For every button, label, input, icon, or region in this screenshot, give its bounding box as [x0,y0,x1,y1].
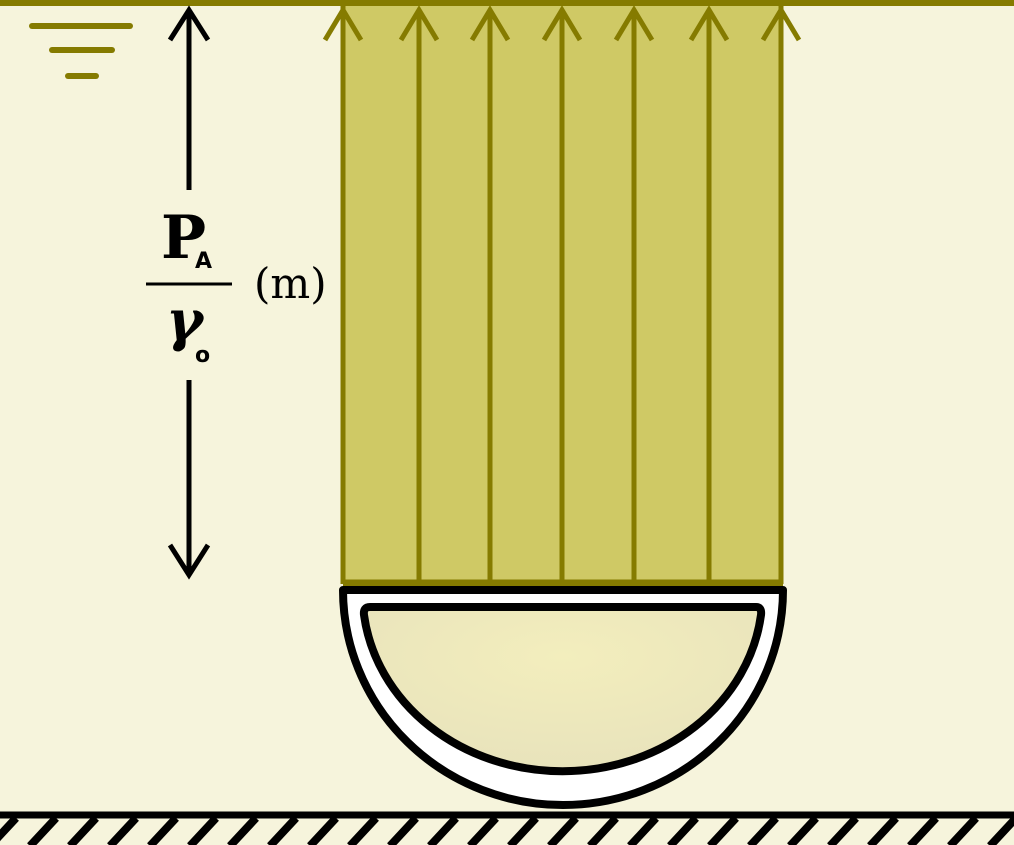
label-numerator: P [161,203,206,273]
label-numerator-subscript: A [195,249,212,274]
arrowhead-down [167,543,211,580]
double-headed-arrow [167,5,211,580]
pressure-arrow [398,5,440,584]
hatch-stroke [987,818,1014,845]
hatch-stroke [507,818,539,845]
hatch-stroke [227,818,259,845]
hatch-stroke [947,818,979,845]
hatch-stroke [547,818,579,845]
body-inner-cavity [359,603,766,776]
pressure-arrow [760,5,802,42]
hatch-stroke [827,818,859,845]
hatch-stroke [147,818,179,845]
pressure-arrow [322,5,364,42]
hatch-stroke [907,818,939,845]
hatched-ground [0,811,1014,845]
hatch-stroke [667,818,699,845]
hatch-stroke [347,818,379,845]
hatch-stroke [307,818,339,845]
label-denominator: γ [166,288,206,354]
top-surface-line [0,0,1014,6]
pressure-arrow [469,5,511,584]
hatch-stroke [267,818,299,845]
hatch-stroke [627,818,659,845]
hatch-stroke [707,818,739,845]
hatch-stroke [107,818,139,845]
hatch-stroke [27,818,59,845]
pressure-column [322,5,802,587]
pressure-arrow [688,5,730,584]
ground-hatching [0,818,1014,845]
label-unit: (m) [254,259,327,308]
hatch-stroke [427,818,459,845]
pressure-head-label: P A γ o (m) [146,203,327,368]
label-denominator-subscript: o [195,343,210,368]
arrowhead-up [167,5,211,42]
hatch-stroke [387,818,419,845]
pressure-arrow [541,5,583,584]
hatch-stroke [587,818,619,845]
hatch-stroke [67,818,99,845]
hatch-stroke [867,818,899,845]
hatch-stroke [0,818,19,842]
hatch-stroke [787,818,819,845]
pressure-arrows [322,5,802,584]
hatch-stroke [467,818,499,845]
water-surface-icon [29,23,133,79]
hatch-stroke [747,818,779,845]
semicircular-body [339,586,787,809]
pressure-arrow [613,5,655,584]
hatch-stroke [187,818,219,845]
